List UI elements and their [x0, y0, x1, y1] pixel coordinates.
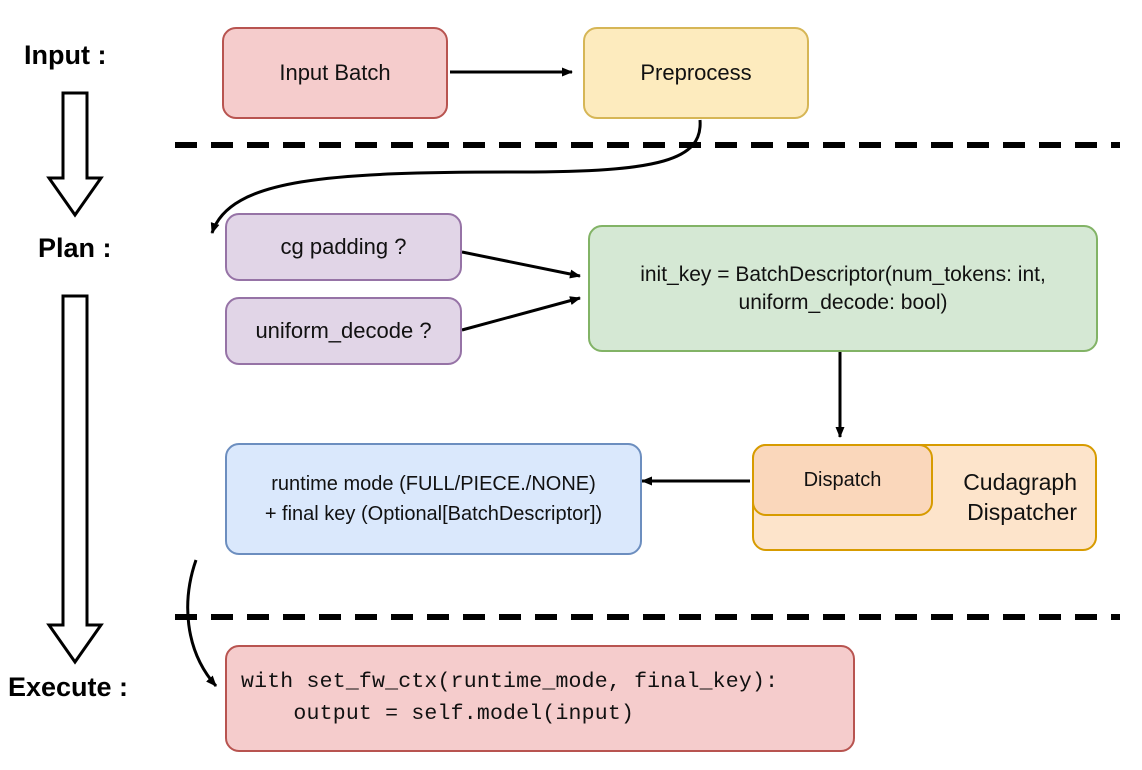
node-dispatch-label: Dispatch	[803, 469, 882, 491]
edge-runtime-mode-to-execute	[186, 559, 218, 687]
node-init-key-line2: uniform_decode: bool)	[738, 290, 948, 314]
node-uniform-decode[interactable]: uniform_decode ?	[225, 297, 462, 365]
node-input-batch[interactable]: Input Batch	[222, 27, 448, 119]
node-dispatch[interactable]: Dispatch	[752, 444, 933, 516]
edge-uniform-decode-to-init-key	[461, 296, 581, 332]
node-uniform-decode-label: uniform_decode ?	[255, 317, 432, 343]
stage-arrow-input-to-plan	[46, 91, 104, 218]
edge-preprocess-to-cg-padding	[210, 119, 702, 234]
node-init-key-line1: init_key = BatchDescriptor(num_tokens: i…	[640, 263, 1046, 287]
node-preprocess[interactable]: Preprocess	[583, 27, 809, 119]
node-execute-code-line1: with set_fw_ctx(runtime_mode, final_key)…	[241, 670, 779, 695]
node-runtime-mode[interactable]: runtime mode (FULL/PIECE./NONE) + final …	[225, 443, 642, 555]
node-execute-code-line2: output = self.model(input)	[241, 701, 635, 726]
stage-label-plan: Plan :	[38, 233, 112, 263]
node-input-batch-label: Input Batch	[279, 59, 391, 85]
node-runtime-mode-line1: runtime mode (FULL/PIECE./NONE)	[271, 473, 596, 495]
node-cudagraph-dispatcher-line1: Cudagraph	[963, 468, 1077, 495]
node-runtime-mode-line2: + final key (Optional[BatchDescriptor])	[264, 503, 603, 525]
node-cg-padding-label: cg padding ?	[280, 233, 407, 259]
node-cg-padding[interactable]: cg padding ?	[225, 213, 462, 281]
stage-label-execute: Execute :	[8, 672, 129, 702]
node-execute-code[interactable]: with set_fw_ctx(runtime_mode, final_key)…	[225, 645, 855, 752]
stage-arrow-plan-to-execute	[46, 294, 104, 665]
node-init-key[interactable]: init_key = BatchDescriptor(num_tokens: i…	[588, 225, 1098, 352]
node-preprocess-label: Preprocess	[640, 59, 752, 85]
node-cudagraph-dispatcher-line2: Dispatcher	[967, 498, 1077, 525]
stage-label-input: Input :	[24, 40, 107, 70]
edge-cg-padding-to-init-key	[461, 250, 581, 279]
